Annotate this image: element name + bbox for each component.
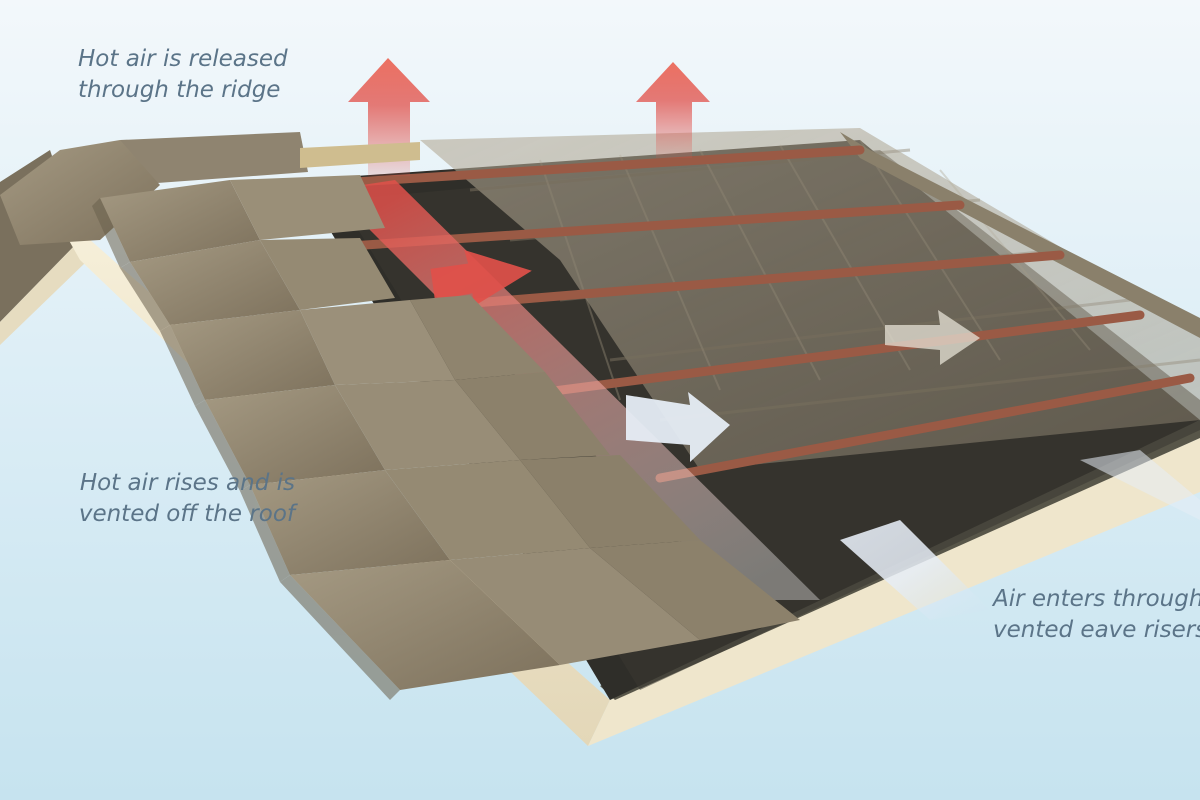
tile-shadows — [92, 198, 400, 700]
arrow-up-red-icon — [430, 249, 532, 307]
ridge-arrow-right-icon — [636, 62, 710, 158]
solid-tile-field — [100, 175, 800, 690]
callout-ridge-vent: Hot air is released through the ridge — [78, 44, 288, 106]
callout-rise-line-2: vented off the roof — [78, 501, 295, 527]
arrow-up-blue-icon — [626, 392, 730, 462]
callout-hot-air-rises: Hot air rises and is vented off the roof — [45, 468, 295, 530]
callout-eave-line-2: vented eave risers — [993, 617, 1200, 643]
cool-air-stream — [840, 450, 1200, 620]
callout-eave-line-1: Air enters through — [993, 586, 1200, 612]
callout-eave-risers: Air enters through vented eave risers — [993, 584, 1200, 646]
right-edge-tiles — [840, 132, 1200, 338]
callout-ridge-line-1: Hot air is released — [78, 46, 288, 72]
callout-ridge-line-2: through the ridge — [78, 77, 281, 103]
callout-rise-line-1: Hot air rises and is — [79, 470, 295, 496]
arrow-up-faint-icon — [885, 310, 980, 365]
